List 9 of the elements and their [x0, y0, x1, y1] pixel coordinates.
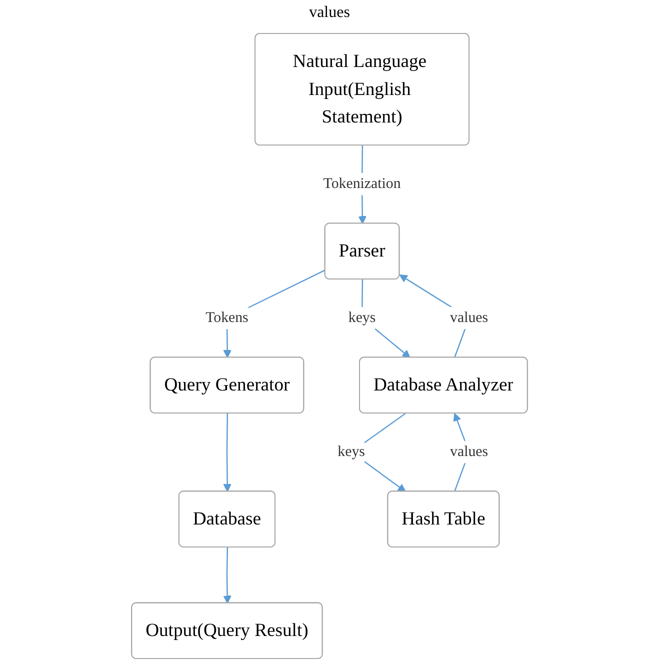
note-text: values — [309, 4, 350, 21]
edge-label: keys — [338, 444, 365, 460]
edge-label: Tokens — [206, 310, 248, 326]
arrow — [223, 413, 232, 492]
edge-label: values — [450, 310, 488, 326]
edge-label: values — [450, 444, 488, 460]
arrow — [223, 547, 232, 604]
edge-label: Tokenization — [323, 176, 401, 192]
edge-label: keys — [348, 310, 376, 326]
